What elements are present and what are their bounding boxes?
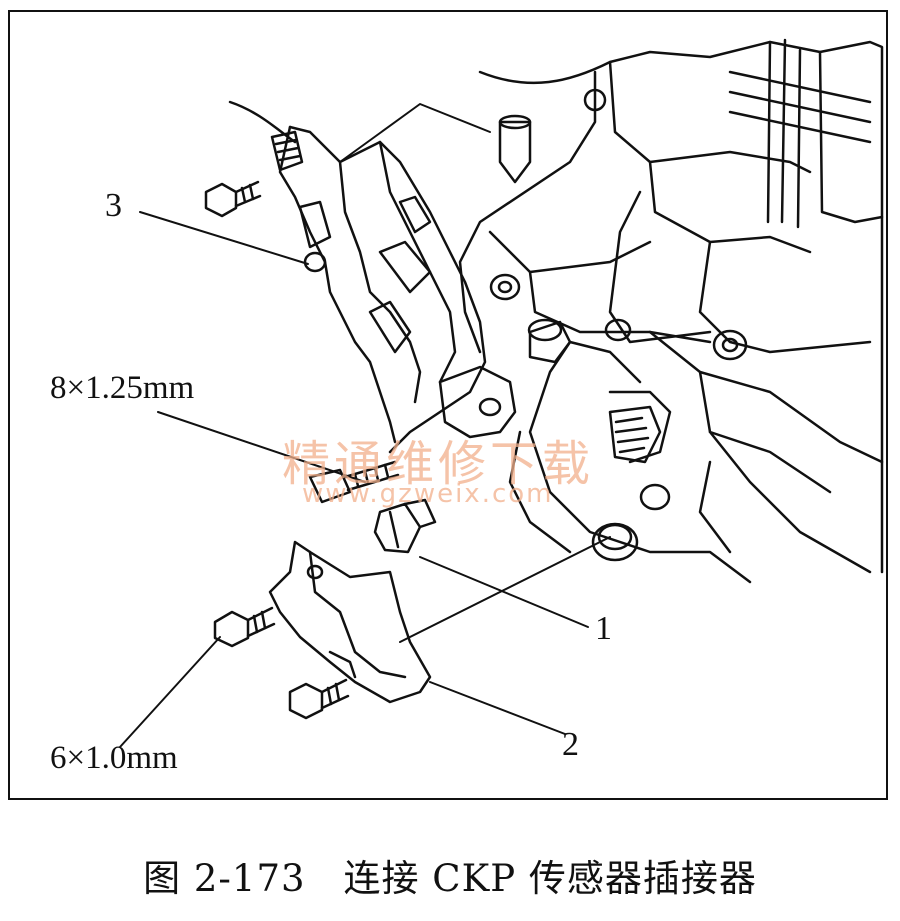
figure-frame: 3 8×1.25mm 1 2 6×1.0mm 精通维修下载 www.gzweix… [8, 10, 888, 800]
bolt-lower-2 [288, 678, 350, 720]
watermark-url: www.gzweix.com [302, 479, 554, 509]
engine-diagram [119, 38, 884, 748]
sensor-bracket [228, 100, 517, 454]
callout-label-3: 3 [105, 187, 122, 224]
watermark-title: 精通维修下载 [282, 436, 595, 492]
bolt-lower-1 [213, 606, 276, 648]
engine-block [458, 38, 884, 584]
bolt-upper-left [204, 180, 262, 218]
callout-label-2: 2 [562, 726, 579, 763]
fastener-spec-lower: 6×1.0mm [50, 740, 178, 776]
ckp-connector [373, 498, 437, 554]
figure-caption: 图 2-173 连接 CKP 传感器插接器 [143, 857, 757, 900]
fastener-spec-upper: 8×1.25mm [50, 370, 195, 406]
leader-lines [119, 103, 611, 748]
callout-label-1: 1 [595, 610, 612, 647]
cover-plate [268, 540, 432, 704]
